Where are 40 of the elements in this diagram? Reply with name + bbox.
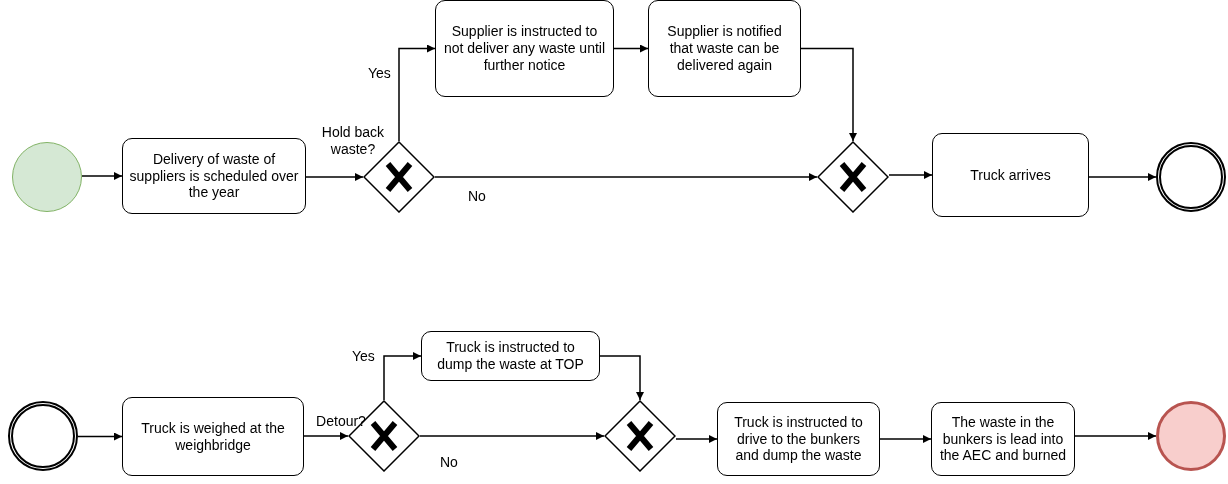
task-text: The waste in the bunkers is lead into the AEC and burned: [938, 413, 1068, 465]
task-box: [122, 397, 304, 476]
edge-label: Yes: [366, 65, 393, 81]
task-text: Delivery of waste of suppliers is scheduled over the year: [129, 150, 299, 202]
edge-label: No: [466, 188, 488, 204]
sequence-arrow: [77, 432, 123, 441]
sequence-arrow: [879, 435, 932, 443]
task-box: [122, 138, 306, 214]
task-text: Truck is weighed at the weighbridge: [140, 419, 286, 454]
sequence-arrow: [434, 173, 818, 181]
edge-label: Yes: [350, 348, 377, 364]
sequence-arrow: [303, 432, 349, 440]
task-box: [648, 0, 801, 97]
task-box: [931, 402, 1075, 476]
sequence-arrow: [599, 355, 644, 401]
sequence-arrow: [81, 172, 123, 180]
sequence-arrow: [383, 352, 422, 401]
sequence-arrow: [419, 432, 605, 440]
sequence-arrow: [888, 171, 933, 179]
gateway-diamond: [604, 400, 676, 472]
sequence-arrow: [1088, 173, 1157, 181]
task-box: [421, 331, 600, 381]
gateway-question: Hold back waste?: [320, 124, 386, 158]
task-text: Supplier is instructed to not deliver any waste until further notice: [442, 23, 607, 74]
gateway-diamond: [817, 141, 889, 213]
task-text: Truck is instructed to drive to the bunkers and dump the waste: [733, 413, 864, 465]
sequence-arrow: [305, 173, 364, 181]
gateway-question: Detour?: [315, 413, 367, 430]
sequence-arrow: [800, 47, 857, 142]
task-text: Truck arrives: [970, 166, 1051, 184]
task-text: Truck is instructed to dump the waste at TOP: [436, 339, 585, 373]
sequence-arrow: [1074, 432, 1157, 440]
task-box: [435, 0, 614, 97]
task-box: [717, 402, 880, 476]
edge-label: No: [438, 454, 460, 470]
task-text: Supplier is notified that waste can be delivered again: [666, 23, 783, 74]
task-box: [932, 133, 1089, 217]
sequence-arrow: [675, 435, 718, 443]
sequence-arrow: [613, 44, 649, 53]
sequence-arrow: [398, 44, 436, 142]
